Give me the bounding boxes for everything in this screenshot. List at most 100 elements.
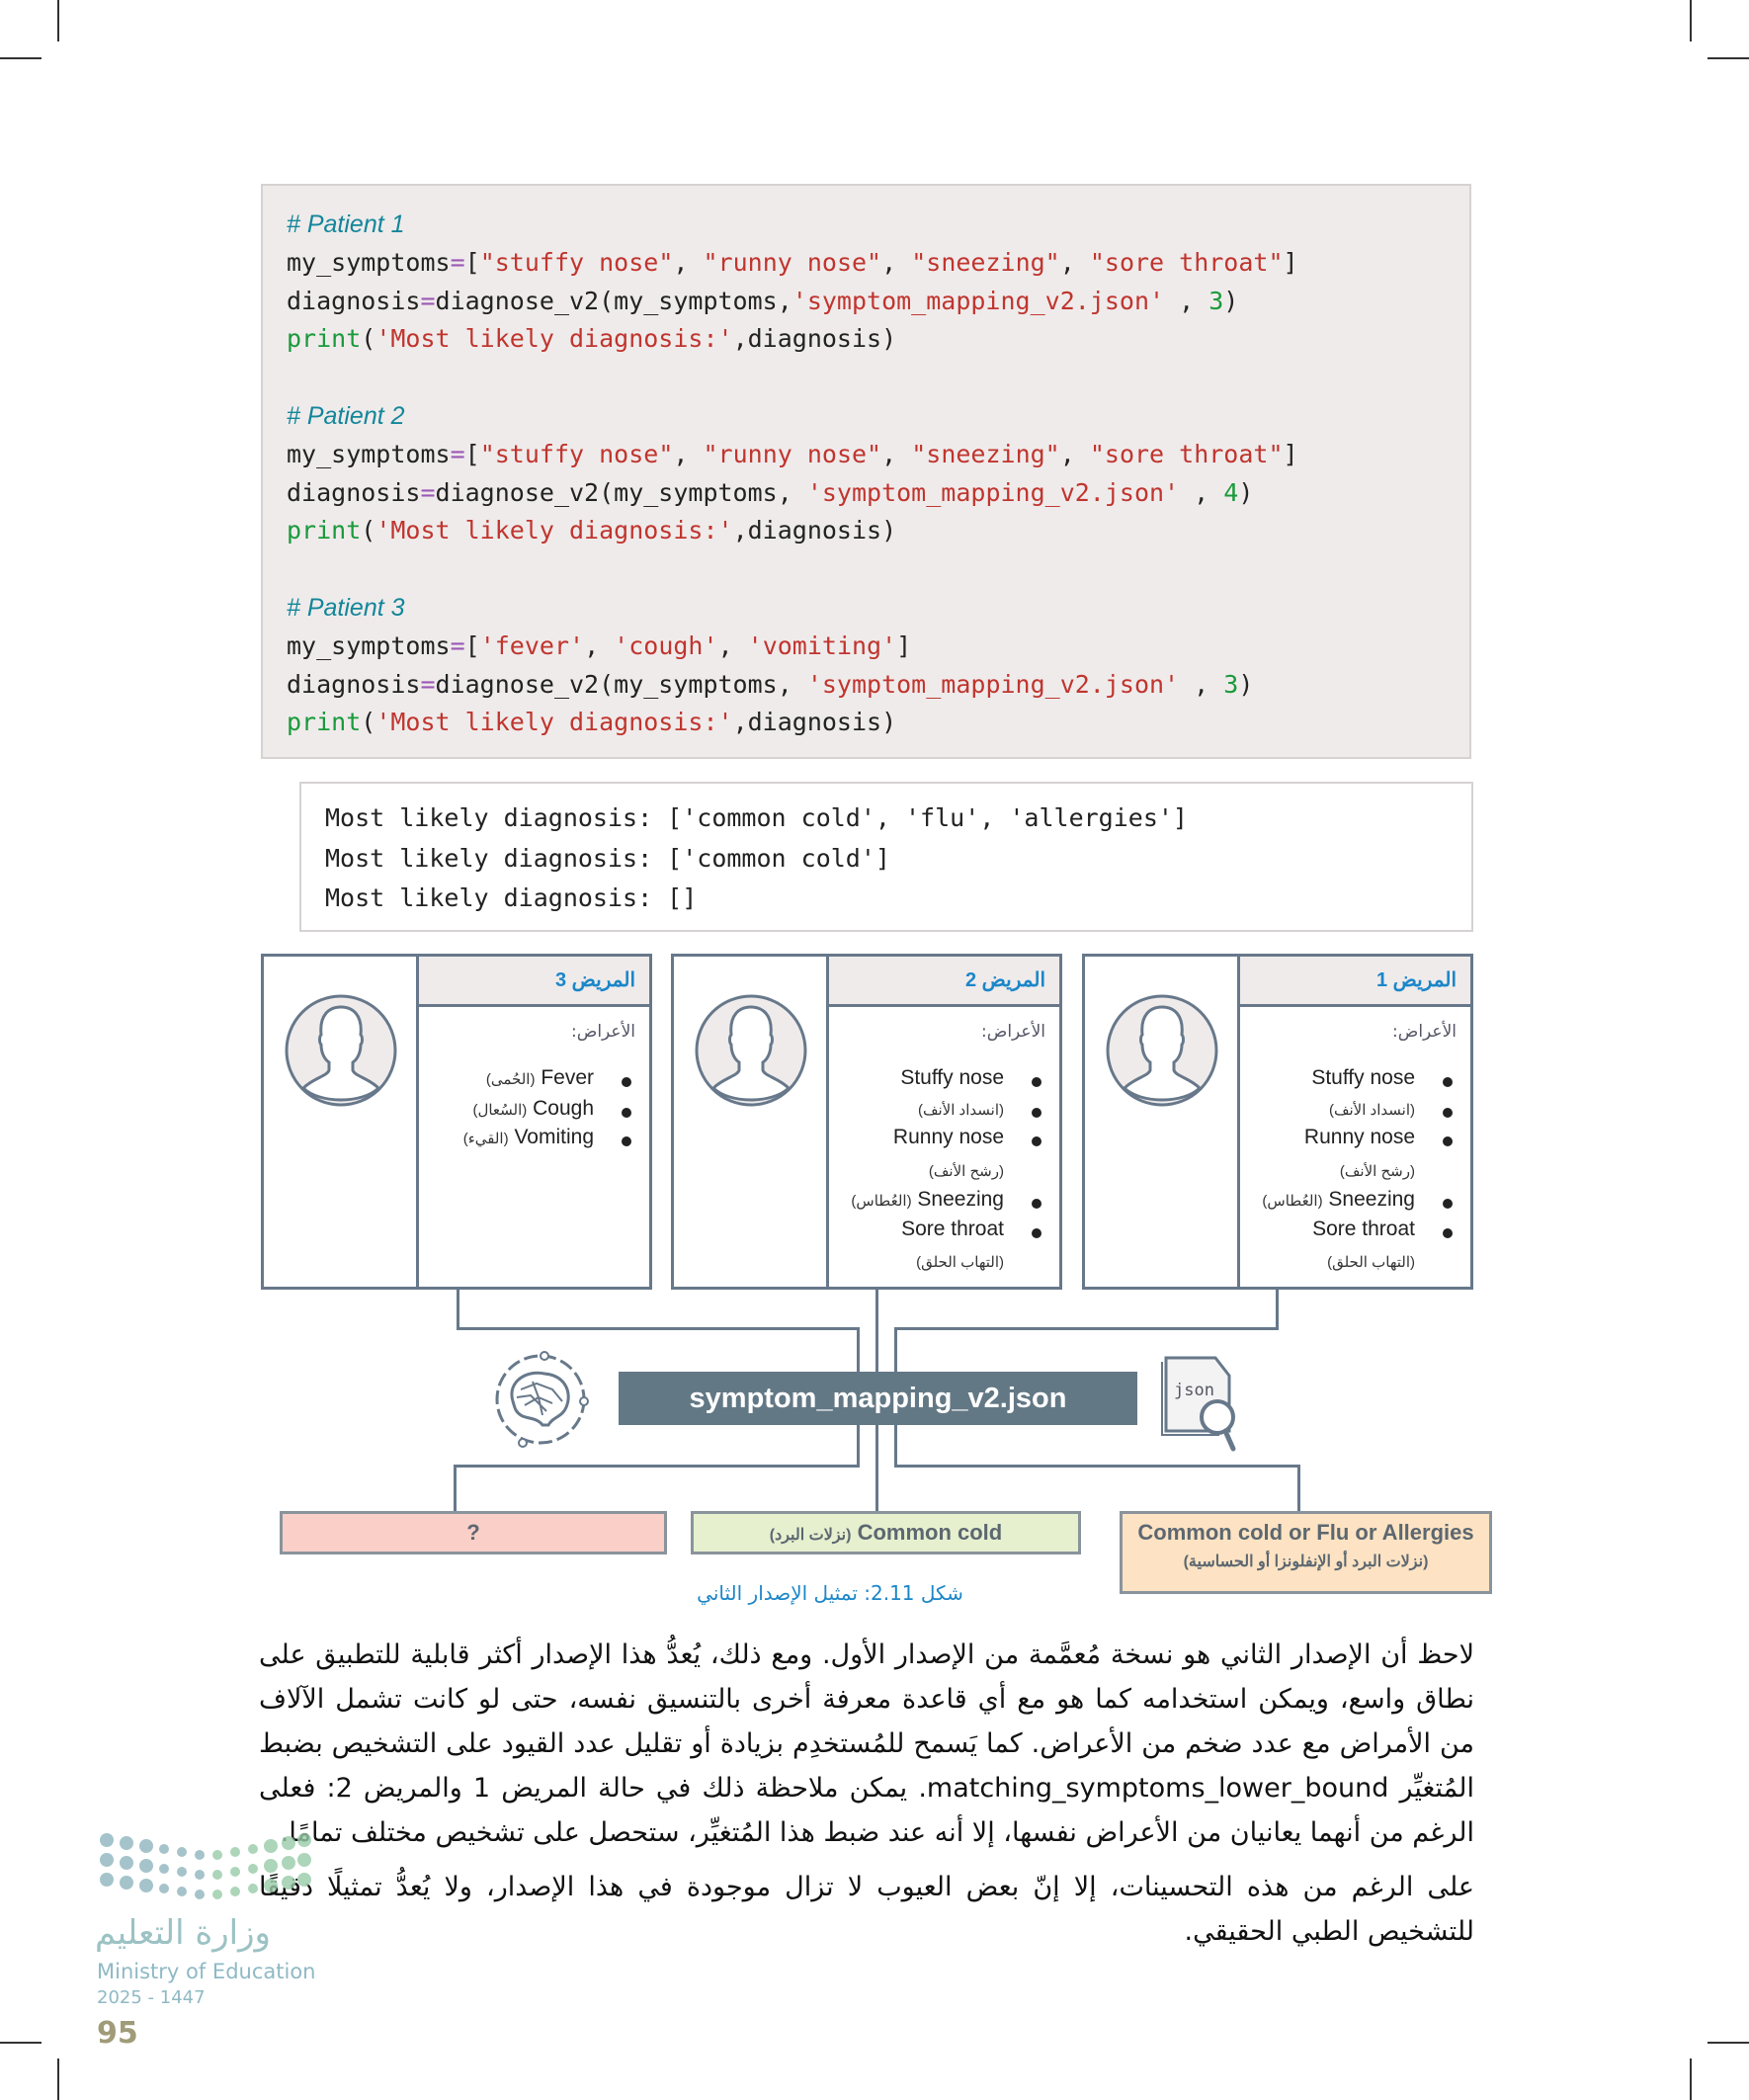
connector-line	[894, 1465, 1300, 1468]
output-block: Most likely diagnosis: ['common cold', '…	[299, 782, 1473, 932]
symptoms-label: الأعراض:	[571, 1022, 635, 1042]
code-string: 'fever'	[479, 630, 585, 660]
code-string: "sneezing"	[911, 247, 1060, 277]
avatar-icon	[284, 993, 398, 1112]
symptom-item: Runny nose	[1304, 1126, 1415, 1149]
code-string: "stuffy nose"	[479, 247, 674, 277]
symptom-item: (التهاب الحلق)	[1327, 1249, 1415, 1273]
symptom-item: (انسداد الأنف)	[1329, 1097, 1415, 1121]
code-string: 'symptom_mapping_v2.json'	[806, 477, 1180, 507]
bullet-icon	[1443, 1108, 1453, 1118]
code-string: "runny nose"	[703, 439, 882, 468]
bullet-icon	[1443, 1136, 1453, 1146]
symptom-english: Runny nose	[1303, 1126, 1415, 1148]
code-token: my_symptoms	[287, 439, 451, 468]
symptoms-label: الأعراض:	[981, 1022, 1045, 1042]
symptom-arabic: (العُطاس)	[851, 1193, 912, 1210]
code-comment: # Patient 3	[287, 594, 405, 622]
patient-card: المريض 3 الأعراض: (الحُمى) Fever (السُعال) …	[261, 954, 652, 1290]
connector-line	[857, 1327, 860, 1372]
code-token: diagnosis	[287, 669, 421, 699]
code-token: my_symptoms	[287, 247, 451, 277]
json-file-search-icon: json	[1161, 1356, 1236, 1452]
avatar-column	[264, 957, 419, 1287]
code-keyword: print	[287, 708, 362, 737]
symptom-item: (السُعال) Cough	[472, 1097, 594, 1121]
code-block: # Patient 1 my_symptoms=["stuffy nose", "…	[261, 184, 1471, 759]
symptom-english: Runny nose	[892, 1126, 1004, 1148]
symptoms-label: الأعراض:	[1392, 1022, 1457, 1042]
diagnosis-result-box: (نزلات البرد) Common cold	[691, 1511, 1081, 1554]
symptom-arabic: (القيء)	[462, 1131, 509, 1147]
output-line: Most likely diagnosis: ['common cold', '…	[325, 803, 1188, 832]
connector-line	[894, 1425, 897, 1467]
symptom-item: (رشح الأنف)	[1340, 1158, 1415, 1182]
code-string: 'Most likely diagnosis:'	[375, 324, 733, 354]
code-line: # Patient 3	[287, 593, 405, 623]
bullet-icon	[1443, 1077, 1453, 1087]
code-string: 'Most likely diagnosis:'	[375, 516, 733, 546]
code-token: ,diagnosis)	[732, 516, 897, 546]
code-number: 4	[1223, 477, 1239, 507]
symptom-english: Cough	[533, 1097, 594, 1120]
symptom-item: (الحُمى) Fever	[486, 1066, 594, 1090]
logo-year: 2025 - 1447	[97, 1987, 206, 2008]
symptom-item: (العُطاس) Sneezing	[1262, 1188, 1415, 1212]
crop-mark	[0, 2042, 42, 2044]
symptom-item: Sore throat	[901, 1218, 1004, 1241]
symptom-item: Stuffy nose	[1311, 1066, 1415, 1090]
code-token: diagnosis	[287, 477, 421, 507]
code-line: my_symptoms=['fever', 'cough', 'vomiting…	[287, 630, 912, 660]
output-line: Most likely diagnosis: ['common cold']	[325, 843, 890, 873]
symptom-item: (العُطاس) Sneezing	[851, 1188, 1004, 1212]
connector-line	[1297, 1465, 1300, 1511]
avatar-column	[1085, 957, 1240, 1287]
result-arabic: (نزلات البرد أو الإنفلونزا أو الحساسية)	[1183, 1554, 1429, 1570]
code-token: my_symptoms	[287, 630, 451, 660]
logo-arabic: وزارة التعليم	[95, 1913, 271, 1953]
paragraph: لاحظ أن الإصدار الثاني هو نسخة مُعمَّمة …	[259, 1639, 1475, 1848]
avatar-icon	[1105, 993, 1219, 1112]
symptom-arabic: (انسداد الأنف)	[917, 1102, 1004, 1119]
result-english: Common cold or Flu or Allergies	[1137, 1520, 1474, 1545]
code-comment: # Patient 2	[287, 402, 405, 430]
crop-mark	[1690, 2058, 1692, 2100]
json-label: json	[1174, 1381, 1214, 1400]
symptom-english: Stuffy nose	[1311, 1066, 1415, 1089]
connector-line	[454, 1465, 457, 1511]
code-token: diagnosis	[287, 286, 421, 315]
code-token: diagnose_v2(my_symptoms,	[435, 669, 807, 699]
bullet-icon	[1032, 1228, 1041, 1238]
crop-mark	[1707, 2042, 1749, 2044]
code-token: ,diagnosis)	[732, 324, 897, 354]
code-number: 3	[1223, 669, 1239, 699]
symptom-arabic: (التهاب الحلق)	[1327, 1254, 1415, 1271]
bullet-icon	[1032, 1136, 1041, 1146]
connector-line	[457, 1290, 459, 1329]
code-line: my_symptoms=["stuffy nose", "runny nose"…	[287, 439, 1298, 468]
bullet-icon	[1443, 1199, 1453, 1209]
code-number: 3	[1208, 286, 1224, 315]
bullet-icon	[1443, 1228, 1453, 1238]
symptom-item: Sore throat	[1312, 1218, 1415, 1241]
code-line: # Patient 1	[287, 210, 405, 239]
page-number: 95	[97, 2016, 138, 2051]
ministry-logo-dots	[100, 1833, 311, 1899]
paragraph: على الرغم من هذه التحسينات، إلا إنّ بعض …	[259, 1872, 1474, 1947]
mapping-file-bar: symptom_mapping_v2.json	[619, 1372, 1137, 1425]
code-line: print('Most likely diagnosis:',diagnosis…	[287, 516, 897, 546]
symptom-item: Stuffy nose	[900, 1066, 1004, 1090]
symptom-arabic: (التهاب الحلق)	[916, 1254, 1004, 1271]
crop-mark	[1690, 0, 1692, 42]
patient-title: المريض 3	[419, 957, 649, 1007]
symptom-english: Stuffy nose	[900, 1066, 1004, 1089]
crop-mark	[1707, 57, 1749, 59]
connector-line	[454, 1465, 860, 1468]
bullet-icon	[622, 1136, 631, 1146]
result-arabic: (نزلات البرد)	[769, 1527, 852, 1544]
code-line: print('Most likely diagnosis:',diagnosis…	[287, 324, 897, 354]
symptom-english: Sneezing	[1328, 1188, 1415, 1211]
figure-caption: شكل 2.11: تمثيل الإصدار الثاني	[697, 1581, 963, 1605]
connector-line	[1276, 1290, 1279, 1329]
code-string: 'symptom_mapping_v2.json'	[791, 286, 1165, 315]
